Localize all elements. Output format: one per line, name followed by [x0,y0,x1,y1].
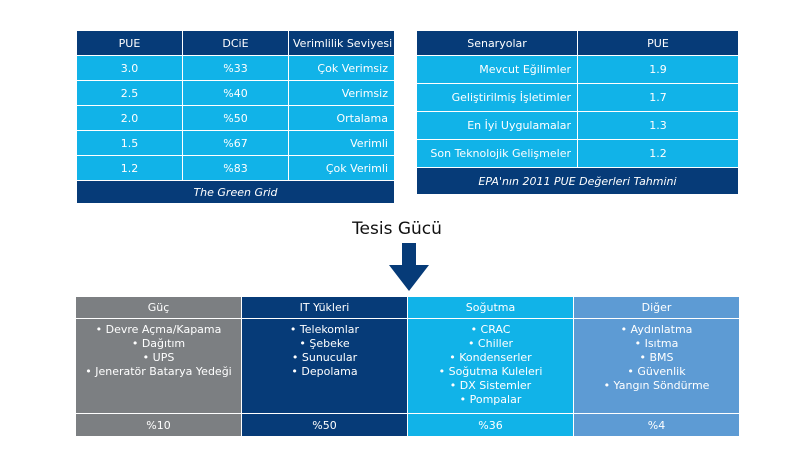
list-item: • Jeneratör Batarya Yedeği [85,365,232,378]
list-item: • Yangın Söndürme [603,379,710,392]
pue-table: PUE DCiE Verimlilik Seviyesi 3.0 %33 Çok… [76,30,395,204]
column-header-power: Güç [75,296,242,319]
list-item: • Soğutma Kuleleri [438,365,543,378]
table-row: 2.5 %40 Verimsiz [76,80,395,106]
list-item: • Şebeke [299,337,350,350]
table-row: En İyi Uygulamalar 1.3 [416,111,739,140]
pue-value: 2.0 [76,105,183,131]
scenario-name: En İyi Uygulamalar [416,111,578,140]
pue-header-pue: PUE [76,30,183,56]
power-share: %10 [75,413,242,437]
list-item: • Güvenlik [627,365,686,378]
list-item: • Aydınlatma [620,323,693,336]
list-item: • Isıtma [634,337,679,350]
list-item: • CRAC [470,323,511,336]
pue-table-footer-row: The Green Grid [76,180,395,204]
pue-table-source: The Green Grid [76,180,395,204]
efficiency-level: Çok Verimli [288,155,395,181]
scenario-table: Senaryolar PUE Mevcut Eğilimler 1.9 Geli… [416,30,739,195]
list-item: • Devre Açma/Kapama [95,323,222,336]
scenario-name: Geliştirilmiş İşletimler [416,83,578,112]
dcie-value: %67 [182,130,289,156]
table-row: 2.0 %50 Ortalama [76,105,395,131]
list-item: • Kondenserler [449,351,532,364]
table-row: Geliştirilmiş İşletimler 1.7 [416,83,739,112]
power-items-row: • Devre Açma/Kapama • Dağıtım • UPS • Je… [75,318,740,414]
pue-value: 1.5 [76,130,183,156]
power-share-row: %10 %50 %36 %4 [75,413,740,437]
down-arrow-icon [389,243,429,291]
efficiency-level: Ortalama [288,105,395,131]
cooling-share: %36 [407,413,574,437]
efficiency-level: Verimsiz [288,80,395,106]
scenario-pue: 1.2 [577,139,739,168]
power-header-row: Güç IT Yükleri Soğutma Diğer [75,296,740,319]
it-loads-items-list: • Telekomlar • Şebeke • Sunucular • Depo… [241,318,408,414]
facility-power-title: Tesis Gücü [352,219,442,239]
scenario-header-name: Senaryolar [416,30,578,56]
list-item: • Sunucular [291,351,358,364]
scenario-header-pue: PUE [577,30,739,56]
table-row: Son Teknolojik Gelişmeler 1.2 [416,139,739,168]
dcie-value: %40 [182,80,289,106]
column-header-it-loads: IT Yükleri [241,296,408,319]
table-row: Mevcut Eğilimler 1.9 [416,55,739,84]
dcie-value: %33 [182,55,289,81]
list-item: • Chiller [467,337,514,350]
table-row: 3.0 %33 Çok Verimsiz [76,55,395,81]
other-items-list: • Aydınlatma • Isıtma • BMS • Güvenlik •… [573,318,740,414]
dcie-value: %83 [182,155,289,181]
list-item: • Pompalar [459,393,522,406]
table-row: 1.5 %67 Verimli [76,130,395,156]
list-item: • Depolama [291,365,358,378]
pue-value: 1.2 [76,155,183,181]
list-item: • BMS [639,351,674,364]
column-header-other: Diğer [573,296,740,319]
list-item: • Dağıtım [131,337,186,350]
dcie-value: %50 [182,105,289,131]
scenario-table-footer-row: EPA'nın 2011 PUE Değerleri Tahmini [416,167,739,195]
scenario-table-header: Senaryolar PUE [416,30,739,56]
table-row: 1.2 %83 Çok Verimli [76,155,395,181]
scenario-pue: 1.7 [577,83,739,112]
scenario-name: Mevcut Eğilimler [416,55,578,84]
list-item: • Telekomlar [289,323,360,336]
power-items-list: • Devre Açma/Kapama • Dağıtım • UPS • Je… [75,318,242,414]
power-breakdown-table: Güç IT Yükleri Soğutma Diğer • Devre Açm… [75,296,740,437]
pue-value: 2.5 [76,80,183,106]
scenario-pue: 1.3 [577,111,739,140]
pue-header-level: Verimlilik Seviyesi [288,30,395,56]
list-item: • UPS [142,351,175,364]
column-header-cooling: Soğutma [407,296,574,319]
pue-header-dcie: DCiE [182,30,289,56]
pue-table-header: PUE DCiE Verimlilik Seviyesi [76,30,395,56]
scenario-name: Son Teknolojik Gelişmeler [416,139,578,168]
efficiency-level: Çok Verimsiz [288,55,395,81]
scenario-table-source: EPA'nın 2011 PUE Değerleri Tahmini [416,167,739,195]
other-share: %4 [573,413,740,437]
efficiency-level: Verimli [288,130,395,156]
cooling-items-list: • CRAC • Chiller • Kondenserler • Soğutm… [407,318,574,414]
list-item: • DX Sistemler [449,379,532,392]
scenario-pue: 1.9 [577,55,739,84]
it-loads-share: %50 [241,413,408,437]
pue-value: 3.0 [76,55,183,81]
